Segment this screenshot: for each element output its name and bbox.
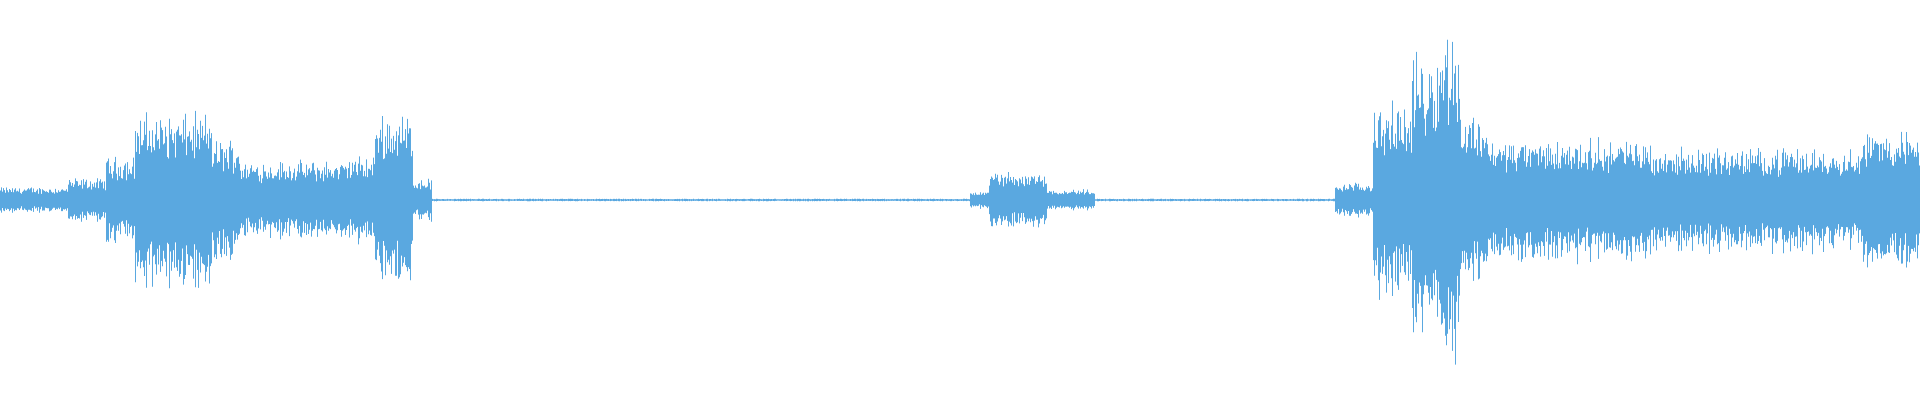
waveform-bars — [0, 39, 1920, 365]
